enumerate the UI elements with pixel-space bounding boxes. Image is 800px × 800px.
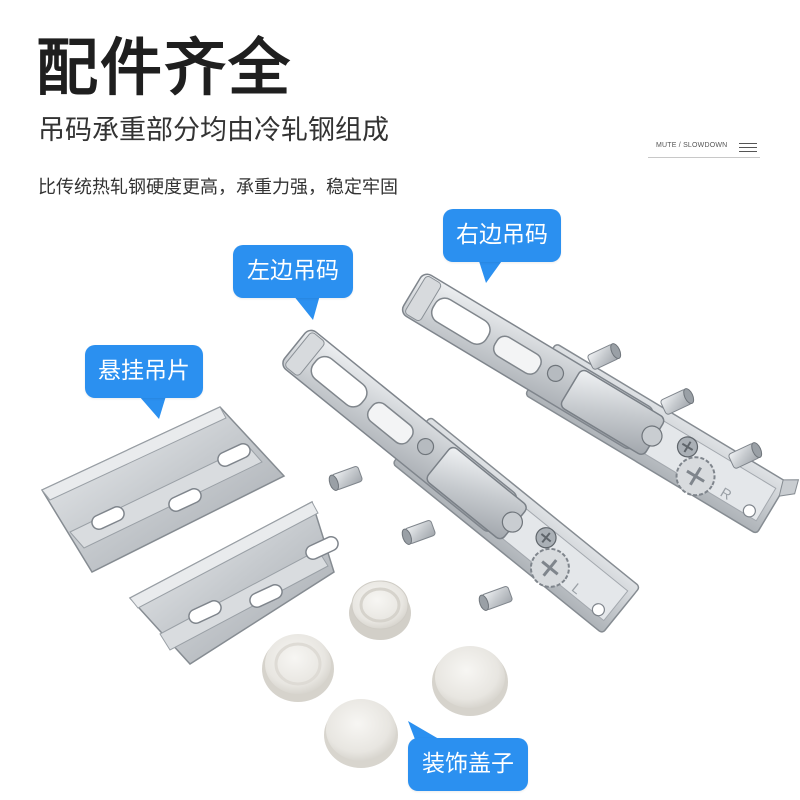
decor-cap-2 (262, 634, 334, 702)
bracket-end-tab (778, 479, 800, 497)
page-title: 配件齐全 (36, 31, 293, 104)
menu-line (739, 151, 757, 152)
callout-tail-left-hanger (293, 295, 320, 320)
menu-line (739, 147, 757, 148)
cap-ring (359, 587, 401, 623)
hanging-plate-2 (128, 500, 339, 665)
bracket-mid-slot (492, 335, 542, 375)
bracket-screw (416, 437, 435, 456)
bracket-pivot (501, 511, 524, 533)
peg-end (683, 388, 695, 405)
left-bracket-peg (478, 586, 513, 611)
right-bracket-peg (587, 343, 622, 370)
bracket-end-hole (591, 603, 606, 617)
peg-end (610, 343, 622, 360)
decor-cap-4 (324, 699, 398, 768)
callout-hanging-plate: 悬挂吊片 (85, 345, 203, 398)
hanging-plate-1 (40, 406, 286, 573)
plate-flange (41, 406, 227, 501)
right-hanger-bracket: R (401, 273, 800, 534)
bracket-top-slot (310, 355, 368, 408)
right-bracket-peg (728, 442, 763, 469)
left-bracket-peg (401, 520, 436, 545)
header-divider (648, 157, 760, 158)
callout-decor-caps: 装饰盖子 (408, 738, 528, 791)
left-bracket-peg (328, 466, 363, 491)
cap-top (435, 646, 505, 708)
peg-end (751, 442, 763, 459)
left-hanger-bracket: L (282, 329, 640, 633)
callout-tail-decor-caps (408, 721, 444, 742)
plate-slot (217, 443, 251, 467)
callout-right-hanger: 右边吊码 (443, 209, 561, 262)
plate-ridge (69, 445, 263, 549)
callout-left-hanger: 左边吊码 (233, 245, 353, 298)
cap-ring (274, 642, 322, 686)
plate-flange (129, 501, 319, 609)
decor-cap-3 (432, 646, 508, 716)
plate-slot (168, 488, 202, 512)
plate-slot (249, 584, 283, 608)
bracket-top-slot (430, 297, 491, 345)
cap-top (326, 699, 396, 761)
bracket-mid-slot (366, 401, 414, 445)
peg-end (478, 594, 489, 611)
screw-cross (681, 441, 694, 453)
page-subtitle: 吊码承重部分均由冷轧钢组成 (38, 115, 389, 146)
plate-slot (188, 600, 222, 624)
tagline: MUTE / SLOWDOWN (656, 142, 728, 149)
feature-description: 比传统热轧钢硬度更高，承重力强，稳定牢固 (38, 177, 398, 198)
bracket-hook-bar (405, 276, 442, 322)
callout-tail-right-hanger (478, 258, 504, 283)
gear-cross (686, 466, 705, 486)
peg-end (401, 528, 412, 545)
bracket-pivot (641, 425, 663, 447)
bracket-slider (426, 446, 527, 540)
screw-cross (540, 532, 552, 544)
menu-line (739, 143, 757, 144)
menu-icon (739, 143, 757, 152)
bracket-screw (546, 364, 565, 382)
bracket-hook-bar (285, 332, 325, 376)
plate-slot (91, 506, 125, 530)
plate-slot (305, 536, 339, 560)
decor-cap-1 (349, 580, 411, 640)
peg-end (328, 474, 339, 491)
plate-ridge (159, 549, 329, 651)
right-bracket-peg (660, 388, 695, 415)
callout-tail-hanging-plate (139, 396, 166, 419)
bracket-end-hole (742, 504, 756, 518)
gear-cross (541, 559, 559, 577)
